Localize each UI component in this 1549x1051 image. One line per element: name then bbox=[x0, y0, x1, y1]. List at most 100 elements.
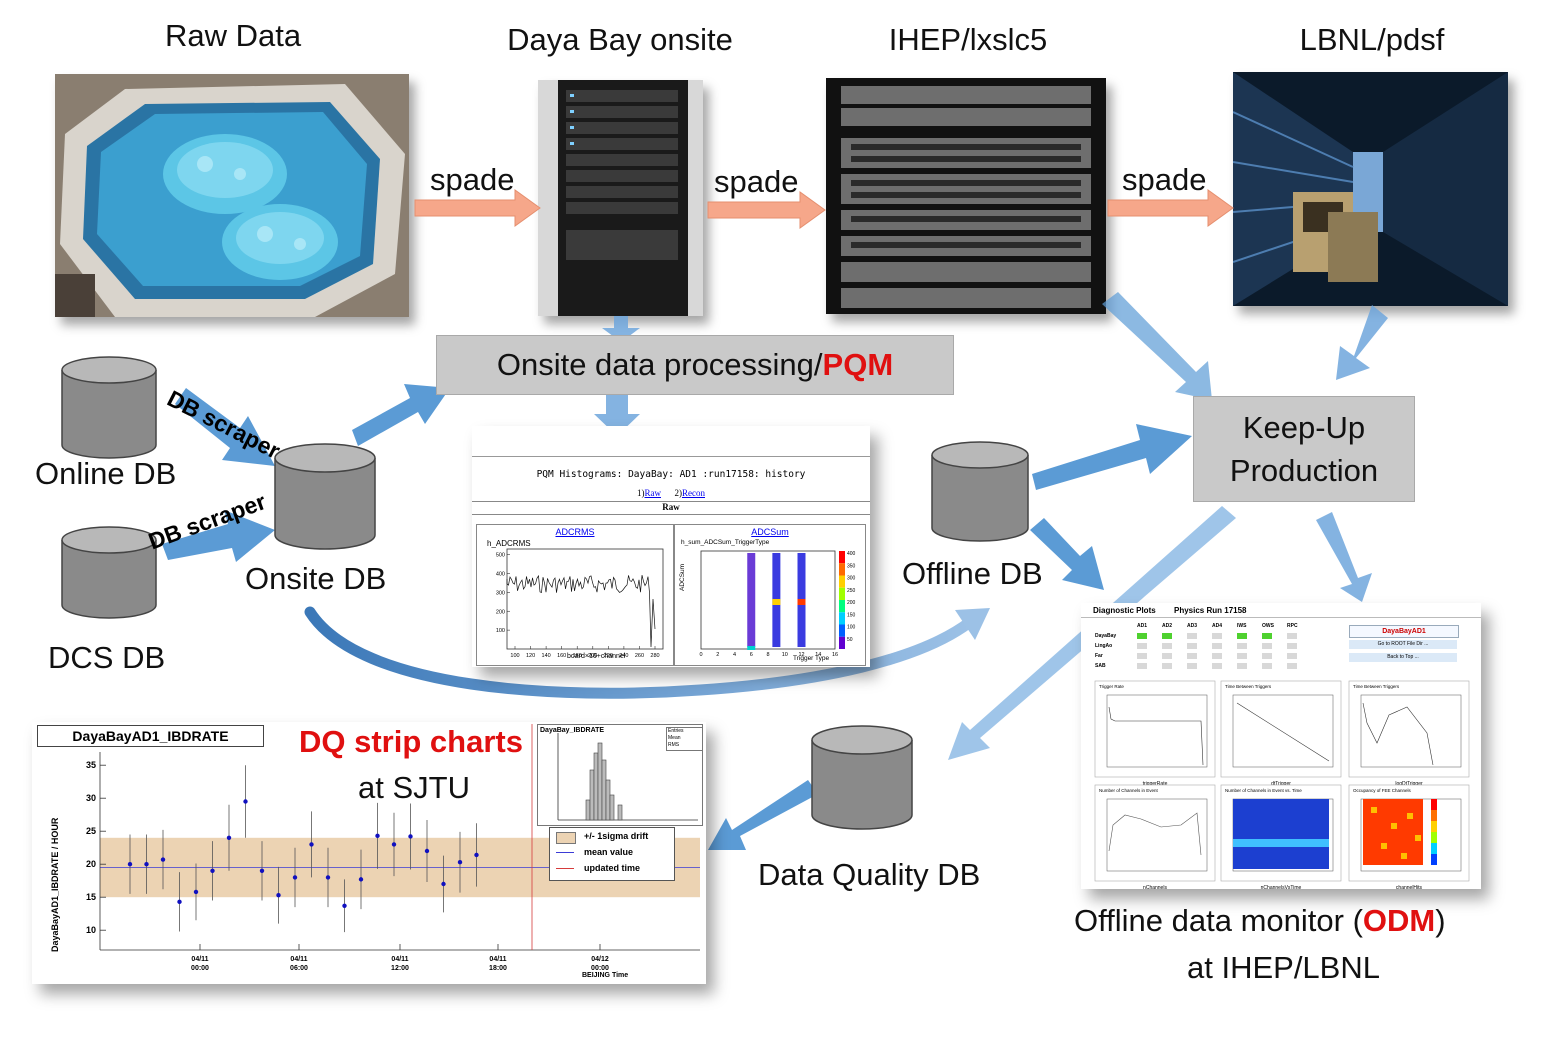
odm-status-cell[interactable] bbox=[1287, 653, 1297, 659]
pqm2-xtick-label: 0 bbox=[699, 652, 702, 658]
odm-status-cell[interactable] bbox=[1287, 643, 1297, 649]
odm-dt-trigger-line bbox=[1236, 702, 1330, 762]
odm-status-cell[interactable] bbox=[1137, 653, 1147, 659]
odm-status-cell[interactable] bbox=[1262, 633, 1272, 639]
dq-data-point bbox=[441, 881, 446, 887]
keepup-line1: Keep-Up bbox=[1242, 409, 1366, 445]
pqm1-xtick-label: 220 bbox=[604, 653, 613, 659]
dq-data-point bbox=[226, 835, 232, 840]
odm-col-header: AD1 bbox=[1137, 623, 1148, 629]
odm-col-header: AD4 bbox=[1212, 623, 1223, 629]
keepup-production-box: Keep-Up Production bbox=[1193, 396, 1415, 502]
odm-status-cell[interactable] bbox=[1212, 663, 1222, 669]
odm-status-cell[interactable] bbox=[1187, 633, 1197, 639]
dq-legend-updated-swatch bbox=[556, 868, 574, 869]
pqm-link-raw[interactable]: Raw bbox=[644, 488, 662, 498]
pqm2-ztick-label: 200 bbox=[847, 600, 856, 606]
odm-caption-line1: Offline data monitor (ODM) bbox=[1074, 903, 1446, 939]
odm-panel-title: Number of Channels in Event bbox=[1099, 788, 1159, 793]
odm-status-cell[interactable] bbox=[1137, 663, 1147, 669]
dq-legend-mean-swatch bbox=[556, 852, 574, 853]
dq-xtick-date: 04/12 bbox=[591, 956, 609, 963]
pqm-link1-prefix: 1) bbox=[637, 488, 645, 498]
pqm2-ztick-label: 150 bbox=[847, 612, 856, 618]
odm-status-cell[interactable] bbox=[1187, 643, 1197, 649]
odm-back-top-button[interactable]: Back to Top ... bbox=[1349, 653, 1457, 662]
pqm2-hot-band bbox=[797, 599, 806, 605]
odm-occupancy-cell bbox=[1371, 807, 1377, 813]
pqm2-xtick-label: 8 bbox=[766, 652, 769, 658]
odm-status-cell[interactable] bbox=[1262, 653, 1272, 659]
odm-main-button[interactable]: DayaBayAD1 bbox=[1349, 625, 1459, 638]
odm-status-cell[interactable] bbox=[1287, 663, 1297, 669]
dq-legend-updated: updated time bbox=[584, 863, 641, 873]
odm-occupancy-scale bbox=[1431, 799, 1437, 810]
dq-data-point bbox=[210, 868, 215, 873]
pqm2-xtick-label: 6 bbox=[750, 652, 753, 658]
onsite-processing-box: Onsite data processing/PQM bbox=[436, 335, 954, 395]
pqm2-zscale-cell bbox=[839, 563, 845, 576]
pqm-link-recon[interactable]: Recon bbox=[682, 488, 705, 498]
pqm2-zscale-cell bbox=[839, 636, 845, 649]
spade-label-2: spade bbox=[714, 164, 799, 199]
odm-status-cell[interactable] bbox=[1287, 633, 1297, 639]
arrow-dcs-to-onsite bbox=[162, 510, 275, 562]
odm-status-cell[interactable] bbox=[1237, 633, 1247, 639]
pqm-link2-prefix: 2) bbox=[674, 488, 683, 498]
dq-xaxis-label: BEIJING Time bbox=[582, 972, 629, 979]
dq-inset-stats: Entries Mean RMS bbox=[666, 727, 703, 751]
pqm2-xtick-label: 4 bbox=[733, 652, 736, 658]
odm-vs-time-band bbox=[1233, 839, 1329, 847]
pqm2-ztick-label: 350 bbox=[847, 563, 856, 569]
pqm1-ytick-label: 400 bbox=[496, 572, 505, 578]
pqm-plot1-link[interactable]: ADCRMS bbox=[555, 527, 595, 537]
odm-status-cell[interactable] bbox=[1187, 663, 1197, 669]
pqm-plot2-link[interactable]: ADCSum bbox=[751, 527, 789, 537]
odm-trigger-rate-line bbox=[1108, 706, 1204, 766]
odm-occupancy-scale bbox=[1431, 810, 1437, 821]
odm-status-cell[interactable] bbox=[1162, 663, 1172, 669]
odm-panel-title: Occupancy of FEE Channels bbox=[1353, 788, 1412, 793]
odm-status-cell[interactable] bbox=[1237, 653, 1247, 659]
dq-chart-title: DayaBayAD1_IBDRATE bbox=[37, 725, 264, 747]
odm-status-cell[interactable] bbox=[1212, 643, 1222, 649]
odm-panel-axes bbox=[1232, 694, 1334, 768]
dq-inset: DayaBay_IBDRATE Entries Mean RMS bbox=[537, 724, 703, 826]
arrow-lbnl-to-keepup bbox=[1336, 305, 1388, 380]
arrow-offline-to-odm bbox=[1030, 518, 1104, 590]
dq-xtick-time: 18:00 bbox=[489, 965, 507, 972]
odm-status-cell[interactable] bbox=[1237, 643, 1247, 649]
odm-status-cell[interactable] bbox=[1187, 653, 1197, 659]
pqm2-zscale-cell bbox=[839, 551, 845, 564]
odm-status-cell[interactable] bbox=[1212, 633, 1222, 639]
odm-status-cell[interactable] bbox=[1262, 663, 1272, 669]
dq-strip-caption-black: at SJTU bbox=[358, 770, 470, 805]
odm-status-cell[interactable] bbox=[1237, 663, 1247, 669]
pqm2-zscale-cell bbox=[839, 575, 845, 588]
dq-data-point bbox=[259, 868, 265, 873]
odm-header-left: Diagnostic Plots bbox=[1093, 606, 1156, 615]
onsite-processing-text: Onsite data processing/ bbox=[496, 347, 823, 383]
odm-panel-xlabel: logDtTrigger bbox=[1395, 781, 1423, 787]
odm-status-cell[interactable] bbox=[1162, 653, 1172, 659]
odm-status-cell[interactable] bbox=[1137, 633, 1147, 639]
dcs-db-label: DCS DB bbox=[48, 640, 166, 675]
pqm1-ytick-label: 200 bbox=[496, 609, 505, 615]
odm-status-cell[interactable] bbox=[1137, 643, 1147, 649]
odm-status-cell[interactable] bbox=[1162, 643, 1172, 649]
odm-panel-title: Number of Channels in Event vs. Time bbox=[1225, 788, 1302, 793]
offline-db-cylinder bbox=[931, 441, 1029, 542]
odm-status-cell[interactable] bbox=[1162, 633, 1172, 639]
dq-xtick-date: 04/11 bbox=[290, 956, 307, 963]
odm-root-dir-button[interactable]: Go to ROOT File Dir ... bbox=[1349, 640, 1457, 649]
ihep-title: IHEP/lxslc5 bbox=[888, 22, 1048, 57]
pqm2-xtick-label: 14 bbox=[815, 652, 821, 658]
odm-status-cell[interactable] bbox=[1262, 643, 1272, 649]
pqm-plot2-xlabel: Trigger Type bbox=[793, 655, 830, 662]
odm-status-cell[interactable] bbox=[1212, 653, 1222, 659]
